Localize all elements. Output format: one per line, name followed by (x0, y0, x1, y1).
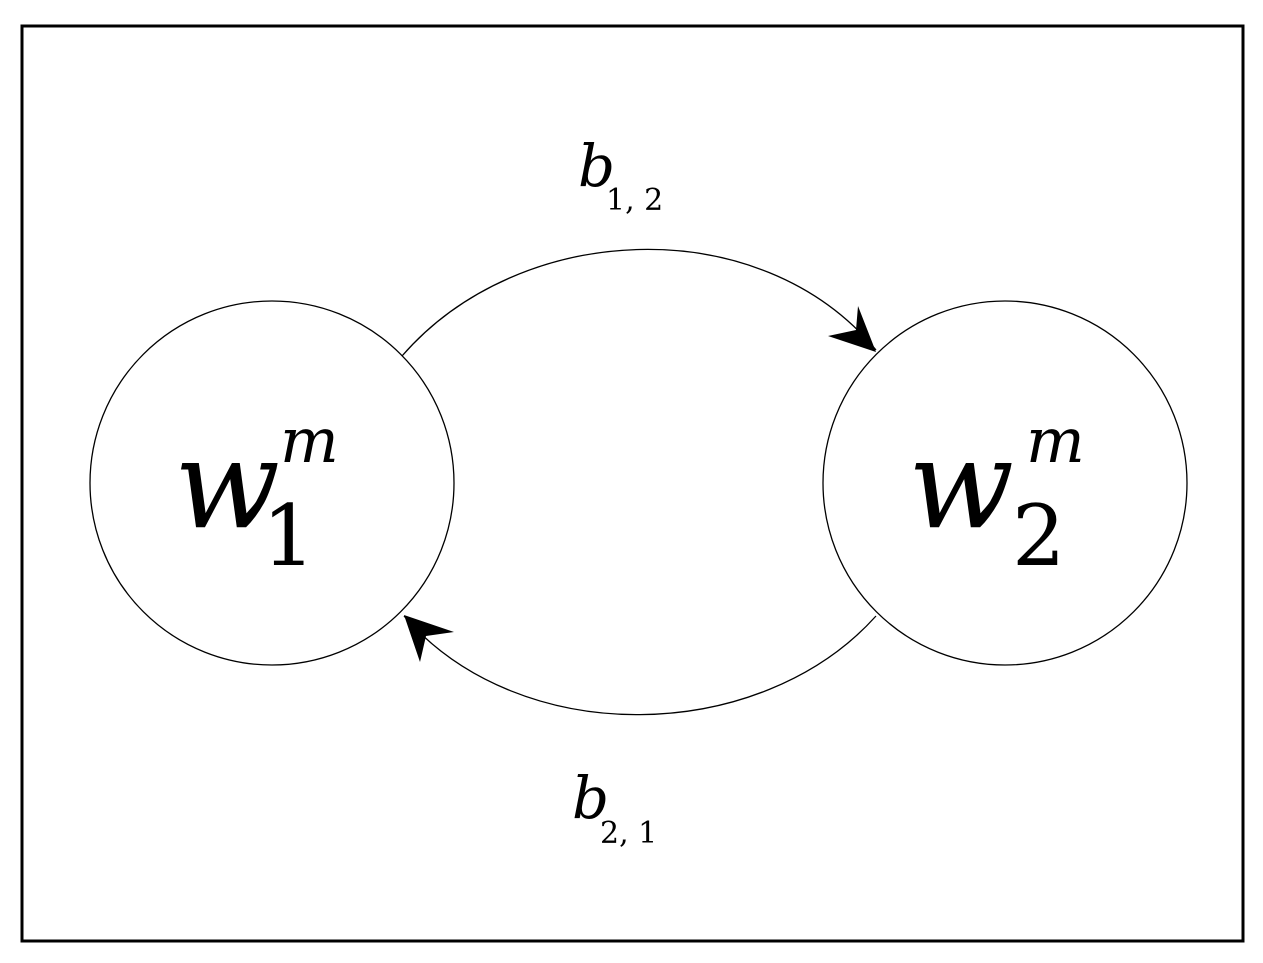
edge-arc-2-to-1 (403, 615, 877, 716)
node-w2: w m 2 (822, 300, 1188, 666)
edge-label-1-2: b 1, 2 (578, 132, 663, 218)
edge-1-2-symbol: b (578, 132, 615, 200)
edge-arrowhead-1-to-2 (828, 306, 876, 352)
edge-label-2-1: b 2, 1 (572, 764, 657, 851)
edge-1-2-subscript: 1, 2 (606, 183, 663, 218)
node-2-subscript: 2 (1012, 487, 1065, 585)
node-w1: w m 1 (89, 300, 455, 666)
node-circle-1 (89, 300, 455, 666)
node-1-symbol: w (174, 413, 280, 557)
node-circle-2 (822, 300, 1188, 666)
edge-2-1-symbol: b (572, 764, 609, 832)
diagram-frame (20, 24, 1245, 943)
edge-arc-1-to-2 (401, 248, 877, 357)
node-2-symbol: w (908, 413, 1014, 557)
node-1-superscript: m (280, 404, 339, 477)
edge-2-1-subscript: 2, 1 (600, 816, 657, 851)
edge-arrowhead-2-to-1 (404, 615, 454, 662)
node-1-subscript: 1 (262, 487, 315, 585)
node-2-superscript: m (1026, 404, 1085, 477)
